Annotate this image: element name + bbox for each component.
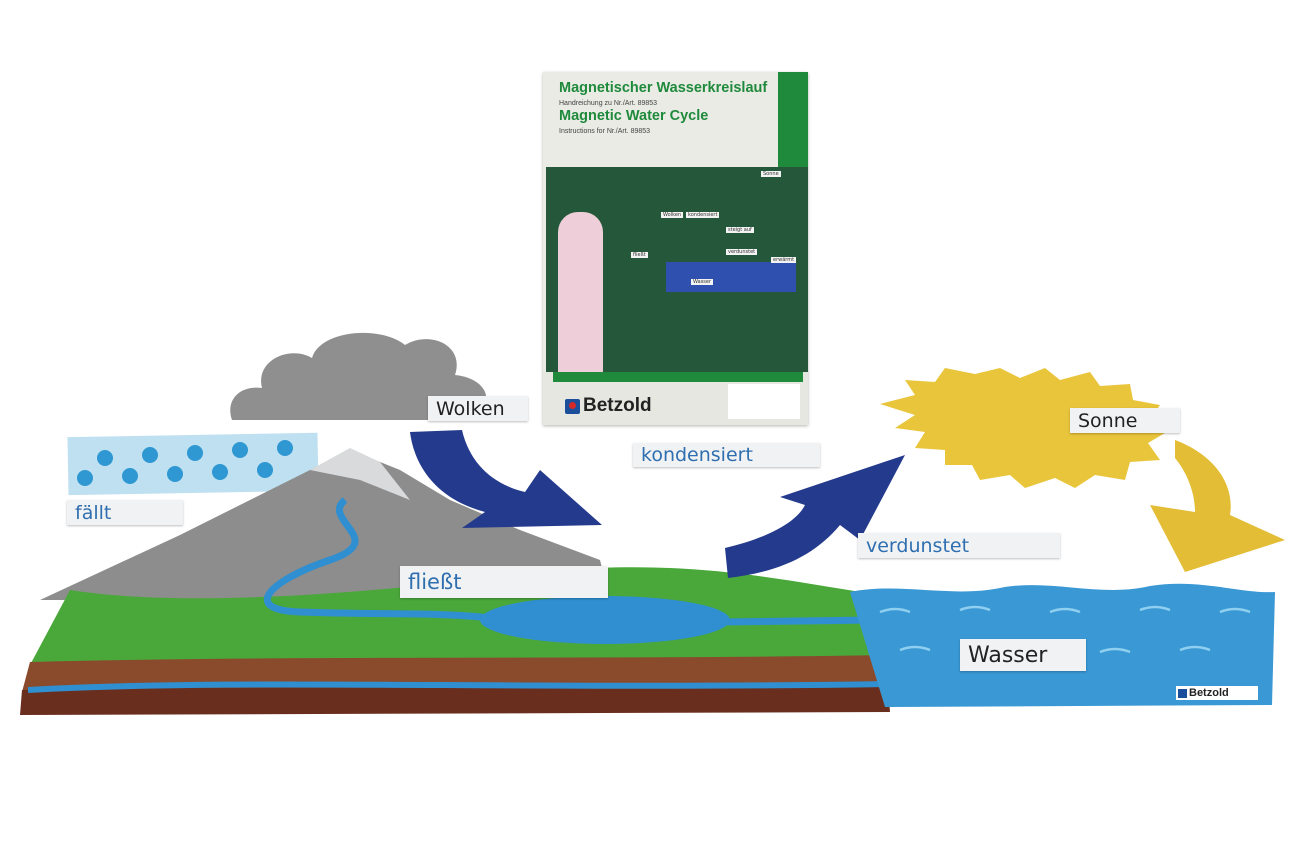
snow-cap — [310, 448, 410, 500]
photo-label: kondensiert — [686, 212, 720, 218]
booklet-subtitle-de: Handreichung zu Nr./Art. 89853 — [559, 100, 658, 107]
booklet-band — [553, 372, 803, 382]
booklet-title-de: Magnetischer Wasserkreislauf — [559, 80, 768, 96]
arrow-yellow — [1150, 440, 1285, 572]
water-panel-logo: Betzold — [1176, 686, 1258, 700]
mountain — [40, 450, 610, 600]
label-verdunstet[interactable]: verdunstet — [858, 533, 1060, 558]
instruction-booklet: Magnetischer Wasserkreislauf Handreichun… — [543, 72, 808, 425]
bedrock — [20, 686, 890, 715]
cloud-shape — [230, 332, 487, 420]
photo-label: steigt auf — [726, 227, 754, 233]
booklet-sticker — [728, 384, 800, 419]
groundwater — [27, 681, 889, 693]
betzold-logo: Betzold — [565, 395, 652, 417]
brand-text: Betzold — [1189, 687, 1229, 699]
photo-label: verdunstet — [726, 249, 758, 255]
photo-label: erwärmt — [771, 257, 797, 263]
arrow-down-right — [410, 430, 602, 528]
label-wolken[interactable]: Wolken — [428, 396, 528, 421]
logo-icon — [565, 398, 580, 414]
booklet-stripe — [778, 72, 808, 167]
photo-label: Sonne — [761, 171, 781, 177]
label-kondensiert[interactable]: kondensiert — [633, 443, 820, 467]
raindrop-icons — [77, 440, 293, 486]
label-sonne[interactable]: Sonne — [1070, 408, 1180, 433]
girl-figure — [558, 212, 603, 372]
label-fliesst[interactable]: fließt — [400, 566, 608, 598]
photo-label: fließt — [631, 252, 648, 258]
wave-marks — [879, 605, 1251, 654]
photo-label: Wasser — [691, 279, 714, 285]
lake — [480, 596, 730, 644]
brand-text: Betzold — [583, 395, 652, 416]
label-faellt[interactable]: fällt — [67, 500, 183, 525]
booklet-photo: Sonne Wolken kondensiert steigt auf verd… — [546, 167, 808, 372]
arrow-up-right — [725, 455, 905, 578]
logo-icon — [1178, 688, 1187, 698]
booklet-subtitle-en: Instructions for Nr./Art. 89853 — [559, 128, 651, 135]
river — [263, 497, 876, 626]
booklet-title-en: Magnetic Water Cycle — [559, 108, 709, 124]
label-wasser[interactable]: Wasser — [960, 639, 1086, 671]
sun — [880, 368, 1170, 488]
photo-water — [666, 262, 796, 292]
photo-label: Wolken — [661, 212, 684, 218]
